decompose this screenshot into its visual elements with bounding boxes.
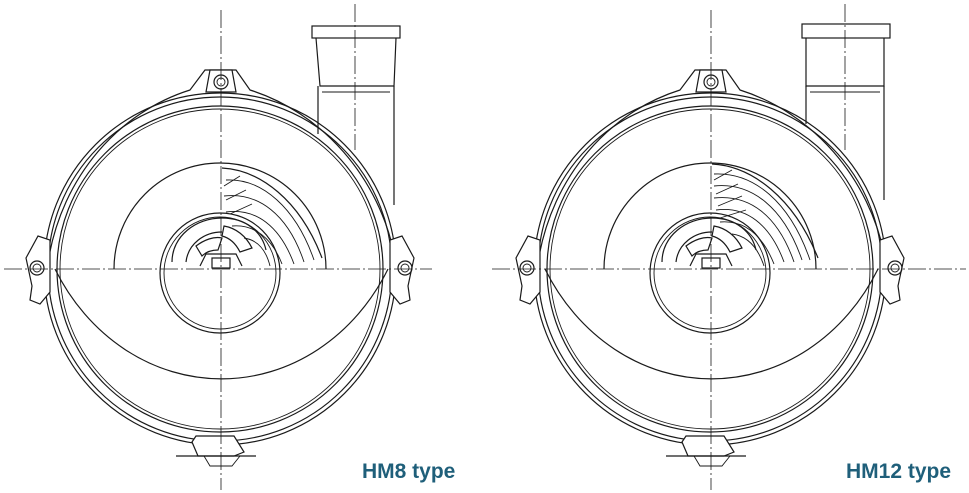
top-lifting-lug (205, 69, 237, 93)
back-plate (113, 162, 327, 334)
right-mounting-lug (389, 235, 415, 305)
centerlines (492, 10, 966, 490)
pump-drawing-hm8 (4, 4, 432, 490)
caption-hm12-type: HM12 type (846, 460, 952, 483)
drain-plug (176, 435, 256, 467)
discharge-pipe (311, 4, 401, 205)
left-mounting-lug (515, 235, 541, 305)
impeller (171, 167, 323, 269)
drain-plug (666, 435, 746, 467)
left-mounting-lug (25, 235, 51, 305)
back-plate (603, 162, 817, 334)
impeller (661, 163, 819, 269)
centerlines (4, 10, 432, 490)
pump-drawing-hm12 (492, 4, 966, 490)
discharge-pipe (801, 4, 891, 200)
right-mounting-lug (879, 235, 905, 305)
caption-hm8-type: HM8 type (362, 460, 456, 483)
